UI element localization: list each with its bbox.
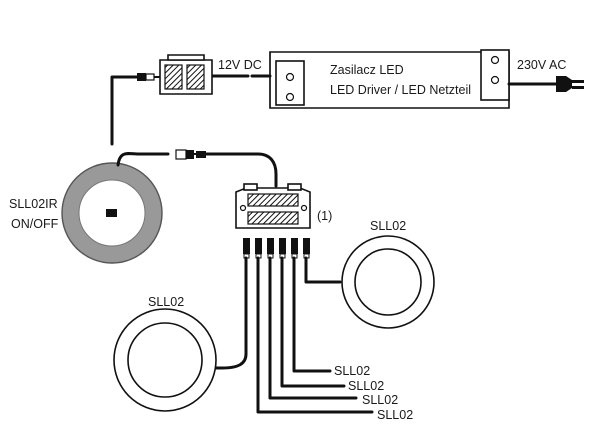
mains-plug <box>556 76 584 92</box>
output-voltage-label: 12V DC <box>218 58 262 72</box>
ir-switch <box>61 162 163 264</box>
out-label-3: SLL02 <box>362 393 398 407</box>
wire-out-3 <box>268 256 358 400</box>
driver-label-2: LED Driver / LED Netzteil <box>330 83 471 97</box>
led-driver <box>269 49 510 109</box>
light-left <box>113 308 217 412</box>
wire-out-4 <box>256 256 374 414</box>
wire-out-2 <box>280 256 346 388</box>
distributor <box>235 183 311 229</box>
light-left-label: SLL02 <box>148 295 184 309</box>
dc-plug <box>137 73 160 81</box>
out-label-2: SLL02 <box>348 379 384 393</box>
out-label-4: SLL02 <box>377 408 413 422</box>
inline-connector <box>175 149 206 160</box>
light-right-label: SLL02 <box>370 219 406 233</box>
wire-out-1 <box>292 256 332 373</box>
wire-light-right <box>304 256 342 284</box>
driver-label-1: Zasilacz LED <box>330 63 404 77</box>
out-label-1: SLL02 <box>334 364 370 378</box>
wire-light-left <box>212 256 248 370</box>
distributor-reference: (1) <box>317 209 332 223</box>
input-voltage-label: 230V AC <box>517 58 566 72</box>
switch-label-2: ON/OFF <box>11 217 59 231</box>
light-right <box>341 235 435 329</box>
switch-label-1: SLL02IR <box>9 197 58 211</box>
input-connector-box <box>159 54 213 95</box>
distributor-ports <box>243 238 310 259</box>
